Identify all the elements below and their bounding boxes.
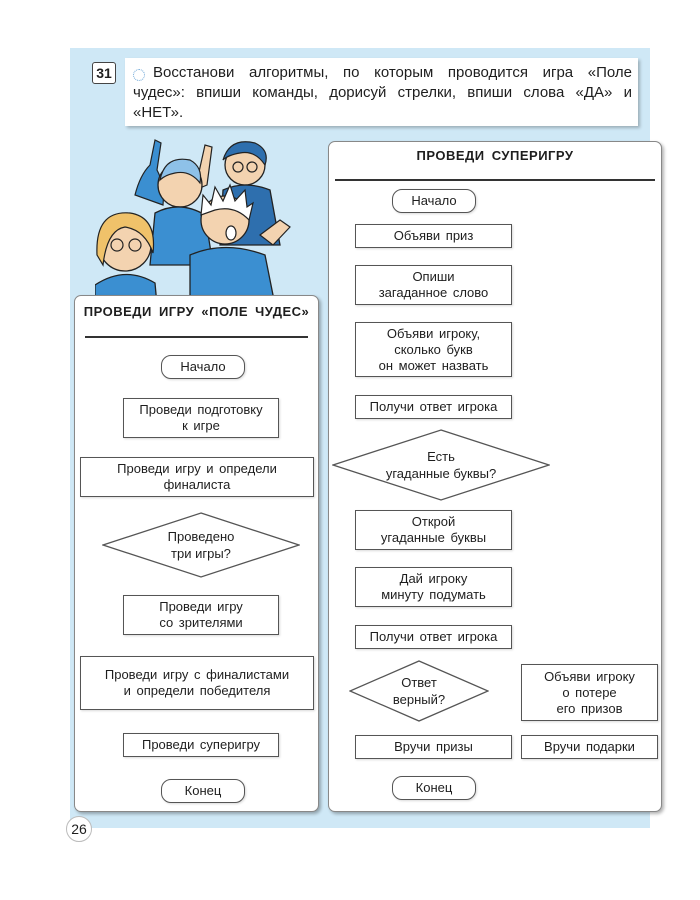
decision-diamond-shape (332, 429, 550, 501)
flow-step-give-gifts: Вручи подарки (521, 735, 658, 759)
panel-title-supergame: ПРОВЕДИ СУПЕРИГРУ (416, 148, 574, 163)
panel-title-play-game: ПРОВЕДИ ИГРУ «ПОЛЕ ЧУДЕС» (83, 304, 310, 319)
flow-step-give-minute: Дай игроку минуту подумать (355, 567, 512, 607)
children-illustration (95, 139, 291, 305)
flow-decision-three-games: Проведено три игры? (102, 512, 300, 578)
flow-step-describe-word: Опиши загаданное слово (355, 265, 512, 305)
decision-text: Проведено три игры? (167, 529, 235, 561)
task-type-icon (133, 69, 145, 81)
title-divider (335, 179, 655, 181)
flow-step-open-letters: Открой угаданные буквы (355, 510, 512, 550)
flow-step-announce-letters: Объяви игроку, сколько букв он может наз… (355, 322, 512, 377)
decision-text: Ответ верный? (392, 675, 446, 707)
flow-decision-guessed-letters: Есть угаданные буквы? (332, 429, 550, 501)
task-instruction-box: Восстанови алгоритмы, по которым проводи… (125, 58, 638, 126)
flow-start: Начало (161, 355, 245, 379)
task-number: 31 (92, 62, 116, 84)
flow-step-announce-prize: Объяви приз (355, 224, 512, 248)
flow-step-find-finalist: Проведи игру и определи финалиста (80, 457, 314, 497)
flow-step-get-answer-1: Получи ответ игрока (355, 395, 512, 419)
task-instruction-text: Восстанови алгоритмы, по которым проводи… (133, 64, 632, 121)
decision-diamond-shape (102, 512, 300, 578)
panel-play-game: ПРОВЕДИ ИГРУ «ПОЛЕ ЧУДЕС» Начало Проведи… (74, 295, 319, 812)
page-number: 26 (66, 816, 92, 842)
title-divider (85, 336, 308, 338)
decision-text: Есть угаданные буквы? (385, 449, 497, 481)
flow-step-give-prizes: Вручи призы (355, 735, 512, 759)
flow-step-spectators: Проведи игру со зрителями (123, 595, 279, 635)
flow-end: Конец (161, 779, 245, 803)
flow-step-finalists: Проведи игру с финалистами и определи по… (80, 656, 314, 710)
panel-supergame: ПРОВЕДИ СУПЕРИГРУ Начало Объяви приз Опи… (328, 141, 662, 812)
decision-diamond-shape (349, 660, 489, 722)
flow-step-preparation: Проведи подготовку к игре (123, 398, 279, 438)
flow-decision-answer-correct: Ответ верный? (349, 660, 489, 722)
flow-end: Конец (392, 776, 476, 800)
flow-step-get-answer-2: Получи ответ игрока (355, 625, 512, 649)
flow-step-supergame: Проведи суперигру (123, 733, 279, 757)
flow-start: Начало (392, 189, 476, 213)
flow-step-lose-prizes: Объяви игроку о потере его призов (521, 664, 658, 721)
